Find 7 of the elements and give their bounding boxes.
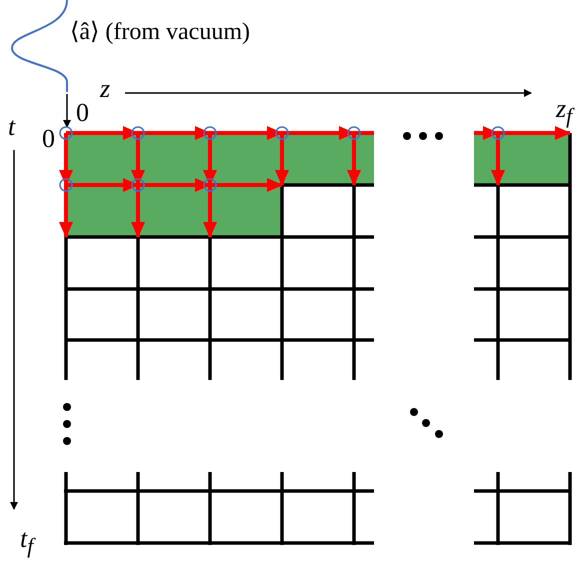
annotation-text: ⟨â⟩ (from vacuum) [70, 20, 250, 44]
axis-label: 0 [42, 126, 55, 152]
axis-label: t$_{f}$ [20, 526, 34, 558]
axis-label: 0 [76, 100, 89, 126]
axis-label: z$_{f}$ [556, 96, 572, 128]
axis-label: t [8, 114, 16, 140]
axis-label: z [100, 76, 110, 102]
